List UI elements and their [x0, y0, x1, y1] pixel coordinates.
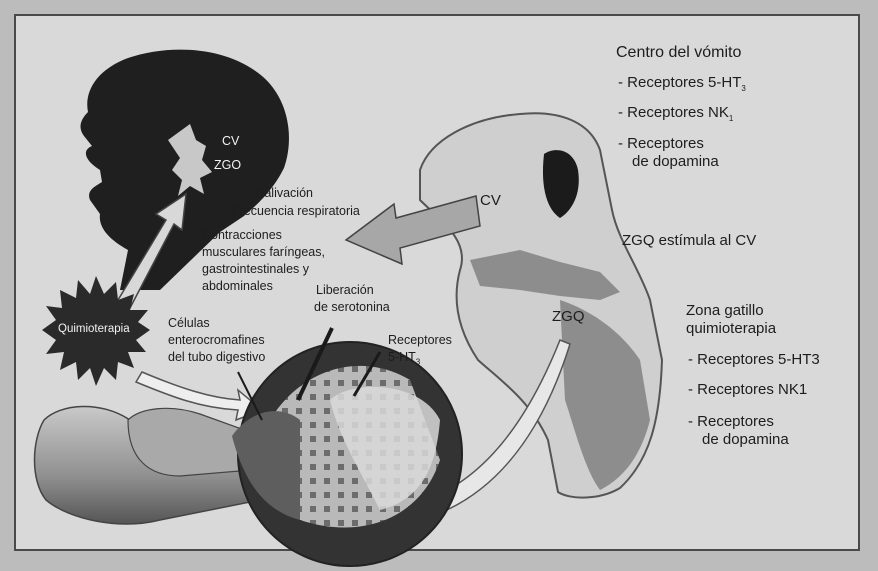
- intestine-segment: [128, 408, 252, 476]
- effect-abdominales: abdominales: [202, 279, 273, 293]
- liberacion-label-2: de serotonina: [314, 300, 390, 314]
- arrow-cv-to-effects: [346, 196, 480, 264]
- celulas-label-2: enterocromafines: [168, 333, 265, 347]
- zona-item-receptores: - Receptores: [688, 413, 774, 430]
- effect-frecuencia: Frecuencia respiratoria: [232, 204, 360, 218]
- zona-title-1: Zona gatillo: [686, 302, 764, 319]
- zona-item-nk1: - Receptores NK1: [688, 381, 807, 398]
- effect-contracciones: Contracciones: [202, 228, 282, 242]
- zona-item-dopamina: de dopamina: [702, 431, 789, 448]
- brain-cv-label: CV: [480, 192, 501, 209]
- zgq-stimulates-label: ZGQ estímula al CV: [622, 232, 756, 249]
- head-cv-label: CV: [222, 134, 239, 148]
- centro-item-nk1: - Receptores NK1: [618, 104, 733, 123]
- effect-faringeas: musculares faríngeas,: [202, 245, 325, 259]
- centro-item-5ht3: - Receptores 5-HT3: [618, 74, 746, 93]
- head-zgo-label: ZGO: [214, 158, 241, 172]
- brain-zgq-label: ZGQ: [552, 308, 585, 325]
- centro-item-dopamina: de dopamina: [632, 153, 719, 170]
- celulas-label-1: Células: [168, 316, 210, 330]
- effect-gastrointestinales: gastrointestinales y: [202, 262, 309, 276]
- effect-salivacion: Salivación: [256, 186, 313, 200]
- zona-title-2: quimioterapia: [686, 320, 776, 337]
- zona-item-5ht3: - Receptores 5-HT3: [688, 351, 820, 368]
- receptores-gut-label-2: 5-HT3: [388, 350, 420, 367]
- centro-item-receptores: - Receptores: [618, 135, 704, 152]
- quimioterapia-label: Quimioterapia: [58, 323, 130, 336]
- celulas-label-3: del tubo digestivo: [168, 350, 265, 364]
- centro-title: Centro del vómito: [616, 44, 741, 62]
- liberacion-label-1: Liberación: [316, 283, 374, 297]
- receptores-gut-label-1: Receptores: [388, 333, 452, 347]
